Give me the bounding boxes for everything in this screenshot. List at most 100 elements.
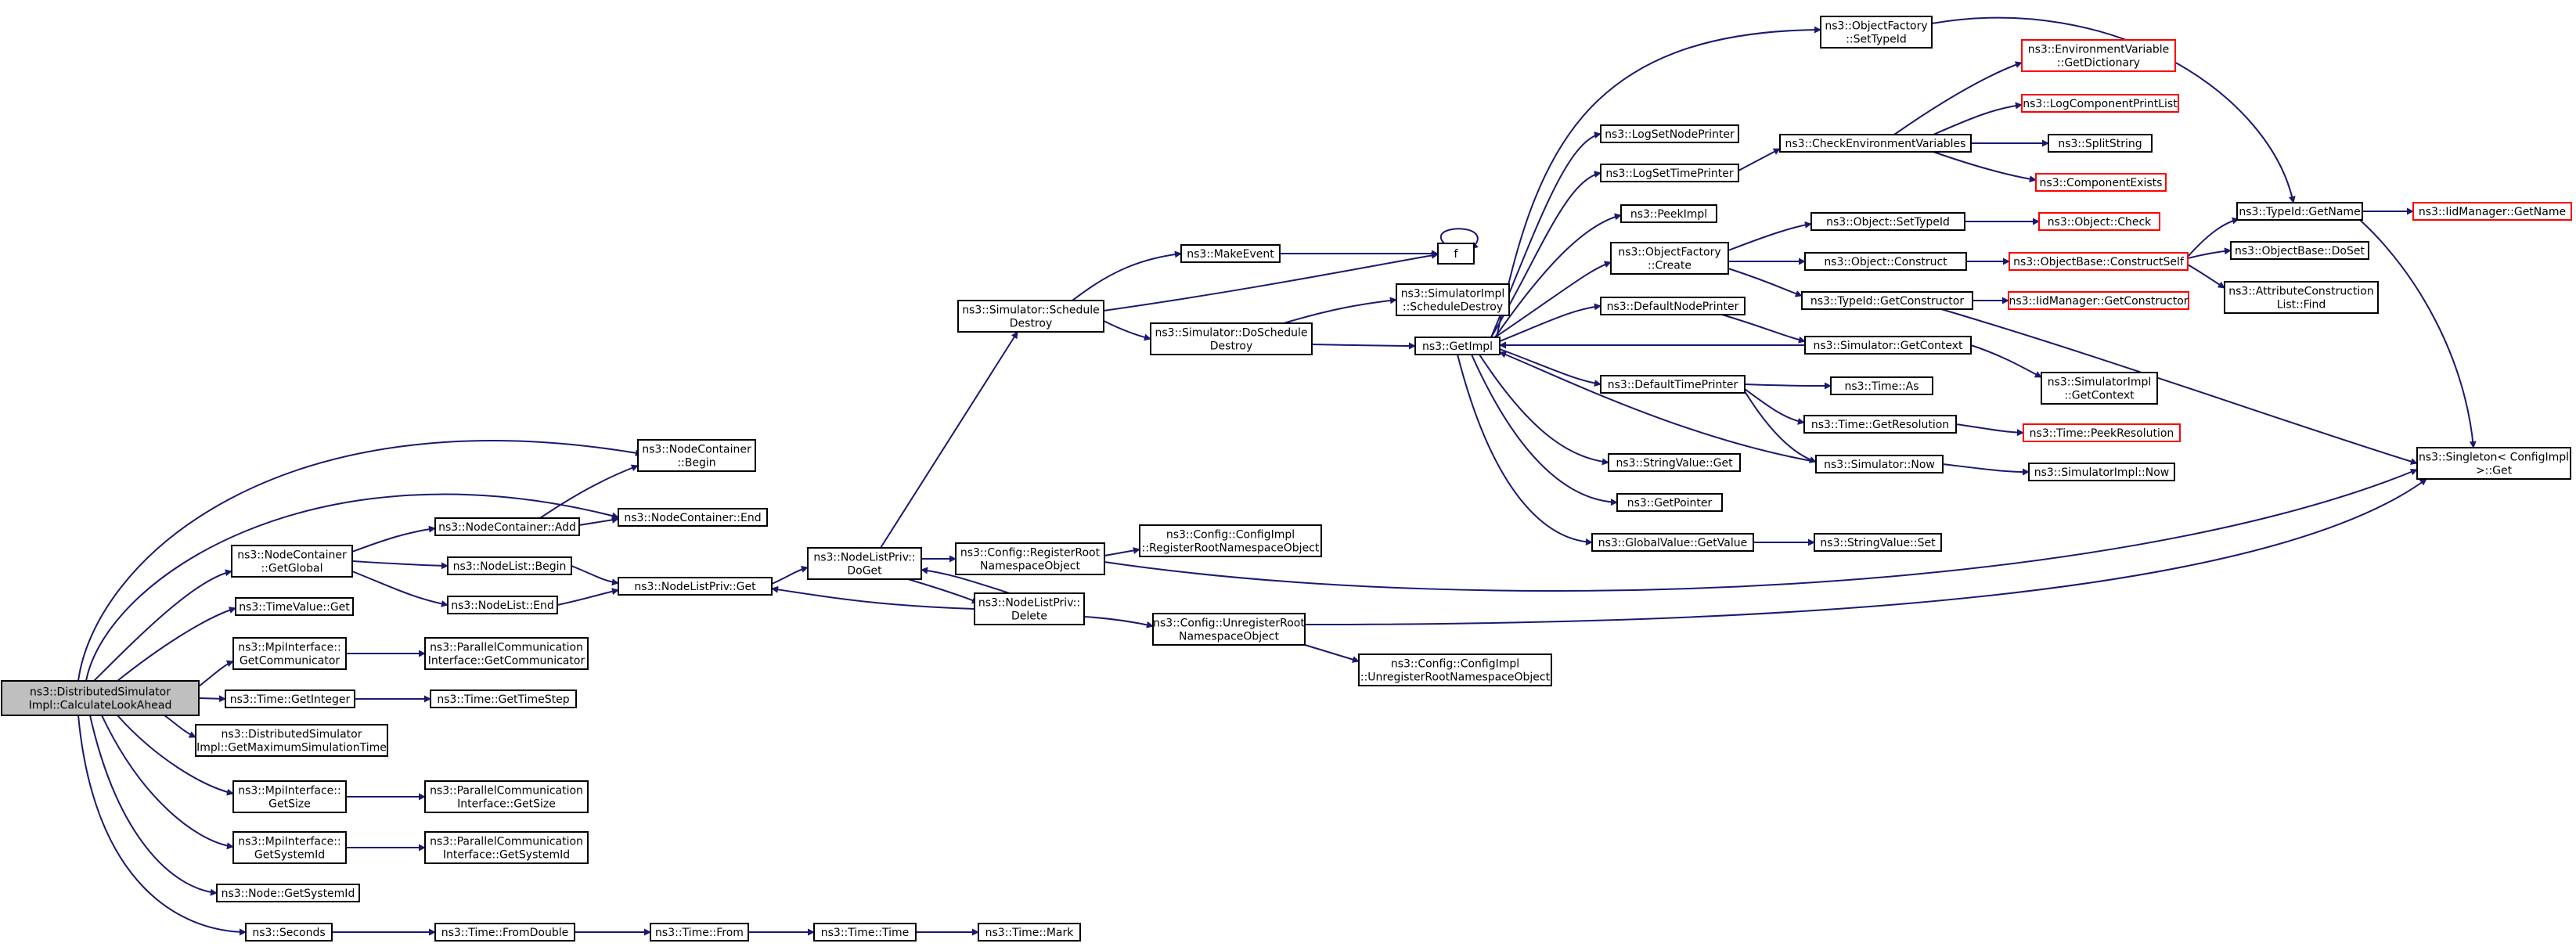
node-ncadd[interactable]: ns3::NodeContainer::Add xyxy=(434,517,580,536)
node-fromdouble[interactable]: ns3::Time::FromDouble xyxy=(434,923,575,942)
node-timeas[interactable]: ns3::Time::As xyxy=(1830,376,1933,395)
node-iidgetname[interactable]: ns3::IidManager::GetName xyxy=(2412,202,2572,221)
node-calc[interactable]: ns3::DistributedSimulatorImpl::Calculate… xyxy=(1,680,200,716)
node-ofsettypeid[interactable]: ns3::ObjectFactory::SetTypeId xyxy=(1820,16,1933,49)
node-timemark[interactable]: ns3::Time::Mark xyxy=(978,923,1081,942)
node-label: ns3::AttributeConstruction xyxy=(2228,286,2373,298)
edge-objbaseconstruct-to-objbasedoset xyxy=(2187,247,2232,259)
node-box xyxy=(424,637,589,670)
node-singletonget[interactable]: ns3::Singleton< ConfigImpl >::Get xyxy=(2416,447,2571,480)
node-ncend[interactable]: ns3::NodeContainer::End xyxy=(618,508,768,527)
node-seconds[interactable]: ns3::Seconds xyxy=(245,923,333,942)
node-checkenv[interactable]: ns3::CheckEnvironmentVariables xyxy=(1779,134,1972,153)
node-timetime[interactable]: ns3::Time::Time xyxy=(813,923,917,942)
node-label: DoGet xyxy=(847,565,882,578)
node-label: ::Create xyxy=(1648,260,1692,272)
node-box xyxy=(813,923,917,942)
node-simgetctx[interactable]: ns3::Simulator::GetContext xyxy=(1804,336,1972,355)
node-box xyxy=(216,884,360,902)
node-mpigetcomm[interactable]: ns3::MpiInterface::GetCommunicator xyxy=(232,637,347,670)
node-strvalset[interactable]: ns3::StringValue::Set xyxy=(1814,533,1942,552)
node-nodegetsys[interactable]: ns3::Node::GetSystemId xyxy=(216,884,360,902)
node-label: ::ScheduleDestroy xyxy=(1403,301,1503,314)
nodes-layer: ns3::DistributedSimulatorImpl::Calculate… xyxy=(1,16,2572,942)
node-simimplnow[interactable]: ns3::SimulatorImpl::Now xyxy=(2028,463,2175,481)
node-makeevent[interactable]: ns3::MakeEvent xyxy=(1180,244,1281,263)
node-pcgetcomm[interactable]: ns3::ParallelCommunicationInterface::Get… xyxy=(424,637,589,670)
node-box xyxy=(2038,212,2160,231)
node-mpigetsize[interactable]: ns3::MpiInterface::GetSize xyxy=(232,780,347,813)
node-box xyxy=(1804,252,1967,271)
node-label: ns3::SimulatorImpl xyxy=(1401,288,1505,301)
node-envgetdict[interactable]: ns3::EnvironmentVariable::GetDictionary xyxy=(2021,39,2176,72)
edge-deftimeprinter-to-timegetres xyxy=(1744,388,1805,425)
edge-calc-to-timegetint xyxy=(198,695,226,703)
node-simimplgetctx[interactable]: ns3::SimulatorImpl::GetContext xyxy=(2041,372,2158,405)
node-simschedule[interactable]: ns3::Simulator::ScheduleDestroy xyxy=(957,300,1104,333)
node-defnodeprinter[interactable]: ns3::DefaultNodePrinter xyxy=(1600,297,1746,315)
node-ncbegin[interactable]: ns3::NodeContainer::Begin xyxy=(637,439,756,472)
node-box xyxy=(637,439,756,472)
node-box xyxy=(1150,322,1313,355)
node-timegetint[interactable]: ns3::Time::GetInteger xyxy=(225,690,355,708)
node-objbasedoset[interactable]: ns3::ObjectBase::DoSet xyxy=(2230,241,2369,260)
node-nlpget[interactable]: ns3::NodeListPriv::Get xyxy=(618,577,773,596)
node-cfgimplreg[interactable]: ns3::Config::ConfigImpl::RegisterRootNam… xyxy=(1139,524,1322,557)
node-pcgetsize[interactable]: ns3::ParallelCommunicationInterface::Get… xyxy=(424,780,589,813)
node-objbaseconstruct[interactable]: ns3::ObjectBase::ConstructSelf xyxy=(2009,252,2189,271)
node-objconstruct[interactable]: ns3::Object::Construct xyxy=(1804,252,1967,271)
node-simimplsched[interactable]: ns3::SimulatorImpl::ScheduleDestroy xyxy=(1396,283,1510,316)
node-splitstring[interactable]: ns3::SplitString xyxy=(2048,134,2153,153)
node-box xyxy=(2021,39,2176,72)
node-logcomplist[interactable]: ns3::LogComponentPrintList xyxy=(2021,94,2179,113)
node-timegetstep[interactable]: ns3::Time::GetTimeStep xyxy=(430,690,577,708)
node-timepeekres[interactable]: ns3::Time::PeekResolution xyxy=(2023,423,2181,442)
node-ofcreate[interactable]: ns3::ObjectFactory::Create xyxy=(1610,242,1729,275)
node-gvgetvalue[interactable]: ns3::GlobalValue::GetValue xyxy=(1591,533,1754,552)
node-dsmaxtime[interactable]: ns3::DistributedSimulatorImpl::GetMaximu… xyxy=(195,724,388,757)
node-simnow[interactable]: ns3::Simulator::Now xyxy=(1815,455,1944,474)
node-label: ns3::Simulator::Schedule xyxy=(962,304,1100,317)
node-getimpl[interactable]: ns3::GetImpl xyxy=(1414,337,1501,355)
node-box xyxy=(618,577,773,596)
node-nlbegin[interactable]: ns3::NodeList::Begin xyxy=(447,556,572,575)
edge-simschedule-to-simdoschedule xyxy=(1103,320,1151,341)
node-box xyxy=(807,547,922,580)
node-timegetres[interactable]: ns3::Time::GetResolution xyxy=(1803,415,1957,434)
node-strvalget[interactable]: ns3::StringValue::Get xyxy=(1608,453,1741,472)
node-box xyxy=(2041,372,2158,405)
node-label: ns3::NodeList::Begin xyxy=(453,560,567,573)
node-f[interactable]: f xyxy=(1437,243,1475,265)
node-label: ns3::Time::Time xyxy=(821,927,909,939)
node-box xyxy=(2009,252,2189,271)
node-timefrom[interactable]: ns3::Time::From xyxy=(650,923,749,942)
edge-cfgunreg-to-cfgimplunreg xyxy=(1304,644,1360,663)
node-typeidgetname[interactable]: ns3::TypeId::GetName xyxy=(2236,202,2363,221)
node-objsettypeid[interactable]: ns3::Object::SetTypeId xyxy=(1810,212,1965,231)
node-iidgetctor[interactable]: ns3::IidManager::GetConstructor xyxy=(2008,291,2189,310)
node-pcgetsys[interactable]: ns3::ParallelCommunicationInterface::Get… xyxy=(424,831,589,864)
node-compexists[interactable]: ns3::ComponentExists xyxy=(2035,173,2167,192)
node-objcheck[interactable]: ns3::Object::Check xyxy=(2038,212,2160,231)
node-nlpdoget[interactable]: ns3::NodeListPriv::DoGet xyxy=(807,547,922,580)
node-logsettime[interactable]: ns3::LogSetTimePrinter xyxy=(1600,164,1739,182)
node-cfgimplunreg[interactable]: ns3::Config::ConfigImpl::UnregisterRootN… xyxy=(1358,654,1552,686)
node-box xyxy=(232,637,347,670)
node-cfgregroot[interactable]: ns3::Config::RegisterRootNamespaceObject xyxy=(955,542,1105,575)
node-box xyxy=(447,556,572,575)
node-mpigetsys[interactable]: ns3::MpiInterface::GetSystemId xyxy=(232,831,347,864)
node-label: GetCommunicator xyxy=(240,655,340,668)
node-peekimpl[interactable]: ns3::PeekImpl xyxy=(1620,204,1717,223)
node-deftimeprinter[interactable]: ns3::DefaultTimePrinter xyxy=(1600,375,1746,394)
node-nlend[interactable]: ns3::NodeList::End xyxy=(447,596,558,614)
node-nlpdelete[interactable]: ns3::NodeListPriv::Delete xyxy=(974,592,1085,625)
node-cfgunreg[interactable]: ns3::Config::UnregisterRootNamespaceObje… xyxy=(1152,613,1306,646)
node-label: ns3::Config::RegisterRoot xyxy=(960,547,1101,560)
node-tvget[interactable]: ns3::TimeValue::Get xyxy=(235,597,354,616)
node-getpointer[interactable]: ns3::GetPointer xyxy=(1616,493,1723,512)
node-ncglobal[interactable]: ns3::NodeContainer::GetGlobal xyxy=(231,545,353,578)
node-logsetnode[interactable]: ns3::LogSetNodePrinter xyxy=(1600,124,1739,143)
node-typeidgetctor[interactable]: ns3::TypeId::GetConstructor xyxy=(1801,291,1973,310)
